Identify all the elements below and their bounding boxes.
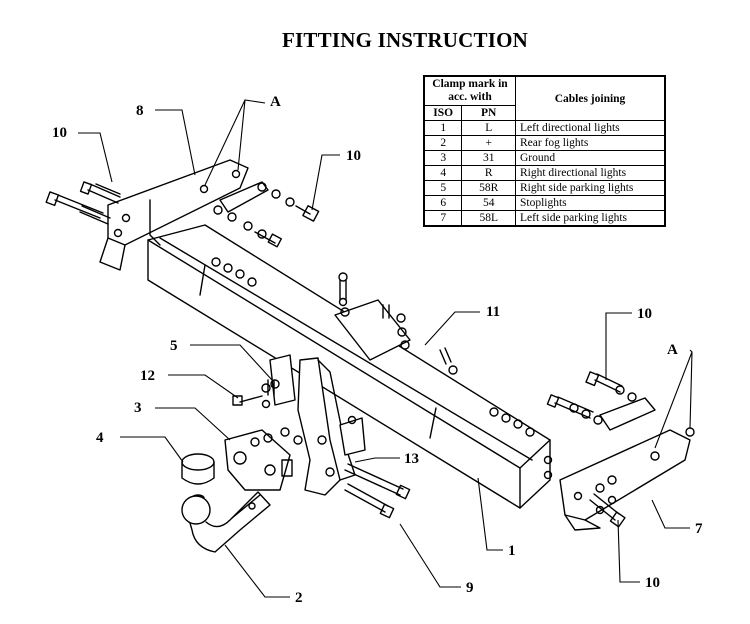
callout-a-left: A [270, 94, 281, 110]
callout-10-bottom: 10 [645, 575, 660, 591]
header-cables-joining: Cables joining [515, 76, 665, 121]
tow-ball [181, 491, 271, 553]
cables-table: Clamp mark in acc. with Cables joining I… [423, 75, 666, 227]
callout-10-top: 10 [346, 148, 361, 164]
center-plate [334, 272, 458, 375]
callout-7: 7 [695, 521, 703, 537]
callout-11: 11 [486, 304, 500, 320]
left-bolts [45, 181, 320, 287]
callout-12: 12 [140, 368, 155, 384]
cross-beam [147, 224, 551, 509]
callout-13: 13 [404, 451, 419, 467]
left-bracket [99, 159, 269, 271]
socket-plate [224, 427, 303, 491]
callout-3: 3 [134, 400, 142, 416]
mounting-nuts-center [232, 379, 280, 409]
callout-a-right: A [667, 342, 678, 358]
callout-labels: 8 A 10 10 11 10 A 5 12 3 4 13 7 1 2 9 10 [52, 94, 703, 606]
callout-10-right: 10 [637, 306, 652, 322]
right-bolts [489, 371, 637, 528]
leader-lines [78, 99, 693, 598]
page-title: FITTING INSTRUCTION [282, 28, 528, 52]
callout-4: 4 [96, 430, 104, 446]
callout-10-topleft: 10 [52, 125, 67, 141]
callout-8: 8 [136, 103, 144, 119]
callout-2: 2 [295, 590, 303, 606]
callout-1: 1 [508, 543, 516, 559]
header-clamp-mark: Clamp mark in acc. with [424, 76, 516, 106]
callout-5: 5 [170, 338, 178, 354]
ball-cap [181, 453, 215, 502]
right-bracket [559, 397, 695, 531]
header-pn: PN [461, 105, 516, 121]
callout-9: 9 [466, 580, 474, 596]
